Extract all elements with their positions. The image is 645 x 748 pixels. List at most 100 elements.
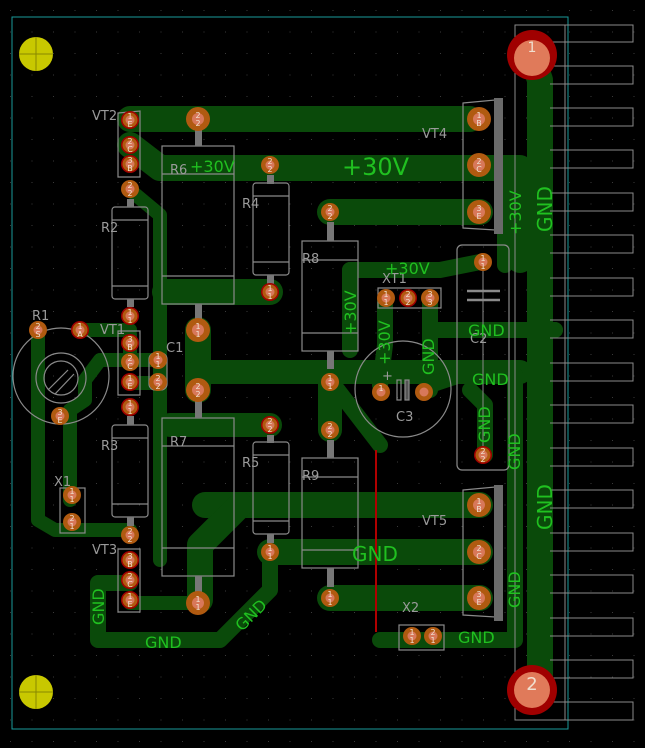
pad[interactable]: 11 — [321, 373, 339, 391]
pad[interactable]: 22 — [186, 107, 210, 131]
net-label-plus30v: +30V — [506, 190, 525, 235]
trace[interactable] — [123, 183, 167, 567]
pad[interactable]: 2C — [121, 136, 139, 154]
trace-gnd-bus[interactable] — [520, 47, 553, 703]
pad-drill — [153, 377, 163, 387]
pad[interactable]: 22 — [261, 416, 279, 434]
pad-name: 1 — [69, 495, 74, 504]
label-x1: X1 — [54, 475, 71, 490]
pad[interactable]: 3B — [121, 155, 139, 173]
pad[interactable]: 22 — [321, 203, 339, 221]
edge-connector — [514, 24, 634, 721]
pad[interactable]: 1E — [121, 111, 139, 129]
trace[interactable] — [63, 353, 137, 507]
pad[interactable]: 2C — [121, 571, 139, 589]
pad-name: E — [127, 600, 132, 609]
mounting-hole-bottom-left[interactable] — [19, 675, 53, 709]
trace-plus30v[interactable] — [372, 292, 393, 393]
pad[interactable]: 11 — [261, 543, 279, 561]
pad[interactable]: 11 — [474, 253, 492, 271]
pad[interactable]: 11 — [321, 589, 339, 607]
pad-name: E — [127, 120, 132, 129]
pad[interactable]: 11 — [149, 351, 167, 369]
c3-polarity-mark: + — [382, 369, 393, 384]
pad[interactable]: 3B — [121, 551, 139, 569]
pad[interactable]: 33 — [421, 289, 439, 307]
pad[interactable]: 11 — [63, 486, 81, 504]
pad-number: 3 — [127, 156, 132, 165]
pad[interactable]: 2C — [467, 153, 491, 177]
pad-name: C — [476, 165, 482, 174]
pad[interactable]: 3E — [467, 586, 491, 610]
net-label-gnd: GND — [475, 406, 494, 443]
pad-drill — [125, 311, 135, 321]
pad[interactable]: 11 — [186, 591, 210, 615]
pad-drill — [153, 355, 163, 365]
pad[interactable]: 3B — [121, 334, 139, 352]
trace[interactable] — [31, 323, 137, 537]
pad-number: 1 — [476, 497, 481, 506]
trace-gnd[interactable] — [462, 382, 493, 463]
pad[interactable]: 22 — [399, 289, 417, 307]
pad[interactable]: 22 — [321, 421, 339, 439]
pad-drill — [325, 377, 335, 387]
pad[interactable]: 21 — [424, 627, 442, 645]
pad[interactable]: 1A — [71, 321, 89, 339]
pad[interactable]: 1B — [467, 107, 491, 131]
pad[interactable]: 3E — [467, 200, 491, 224]
pad-name: 1 — [127, 316, 132, 325]
pad[interactable]: 22 — [261, 156, 279, 174]
trace[interactable] — [342, 254, 488, 278]
pad-name: B — [127, 343, 133, 352]
pad-number: 2 — [195, 111, 200, 120]
pad[interactable]: 3E — [51, 407, 69, 425]
pad[interactable]: 2C — [467, 540, 491, 564]
net-label-gnd: GND — [89, 588, 108, 625]
net-label-plus30v: +30V — [341, 290, 360, 335]
pad-number: 3 — [57, 408, 62, 417]
pad[interactable]: 11 — [377, 289, 395, 307]
pad[interactable]: 11 — [121, 307, 139, 325]
label-vt2: VT2 — [92, 109, 117, 124]
pad[interactable]: 22 — [121, 180, 139, 198]
pad[interactable]: 2C — [121, 353, 139, 371]
pad-drill — [125, 184, 135, 194]
pad[interactable]: 22 — [186, 378, 210, 402]
pad-number: 2 — [127, 181, 132, 190]
pad-drill — [55, 411, 65, 421]
pad-drill — [325, 207, 335, 217]
pad-name: 1 — [267, 552, 272, 561]
pad[interactable]: 11 — [121, 398, 139, 416]
pad-drill — [125, 555, 135, 565]
pad[interactable] — [415, 383, 433, 401]
pad[interactable]: 11 — [261, 283, 279, 301]
pad[interactable]: 1E — [121, 591, 139, 609]
pad[interactable]: 22 — [474, 446, 492, 464]
pad[interactable]: 1 — [372, 383, 390, 401]
pad-number: 2 — [195, 382, 200, 391]
pad[interactable]: 1E — [121, 373, 139, 391]
mounting-hole-top-left[interactable] — [19, 37, 53, 71]
pad-drill — [381, 293, 391, 303]
pad-name: 3 — [427, 298, 432, 307]
trace-gnd[interactable] — [90, 544, 278, 648]
pad-drill — [75, 325, 85, 335]
pad-drill — [125, 115, 135, 125]
pad[interactable]: 11 — [403, 627, 421, 645]
connector-pad-2[interactable]: 2 — [507, 665, 557, 715]
connector-pad-1[interactable]: 1 — [507, 30, 557, 80]
pad[interactable]: 21 — [63, 513, 81, 531]
pad[interactable]: 2S — [29, 321, 47, 339]
x2-outline — [398, 624, 445, 651]
pad[interactable]: 1B — [467, 493, 491, 517]
pad-drill — [192, 384, 204, 396]
pad-drill — [192, 324, 204, 336]
pad-name: 1 — [327, 382, 332, 391]
pad[interactable]: 22 — [121, 526, 139, 544]
pad[interactable]: 22 — [149, 373, 167, 391]
pad-drill — [403, 293, 413, 303]
pad-name: 2 — [327, 212, 332, 221]
pad[interactable]: 11 — [186, 318, 210, 342]
